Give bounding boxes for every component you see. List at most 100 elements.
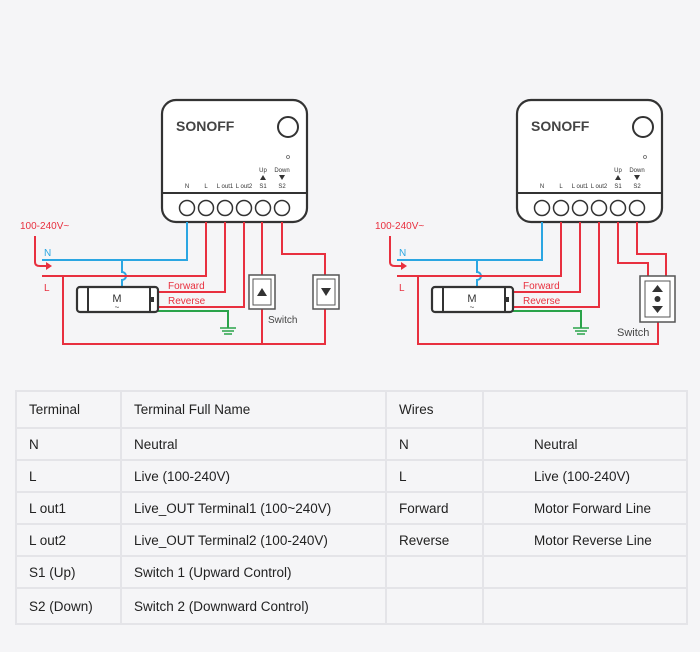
table-header-row: Terminal Terminal Full Name Wires bbox=[15, 390, 688, 429]
forward-label: Forward bbox=[523, 281, 560, 292]
live-wire bbox=[42, 222, 207, 277]
cell: L bbox=[15, 459, 122, 493]
pair-button-icon bbox=[632, 116, 654, 138]
ground-icon bbox=[220, 327, 236, 335]
terminal-label: L bbox=[559, 184, 563, 190]
forward-label: Forward bbox=[168, 281, 205, 292]
cell: S2 (Down) bbox=[15, 587, 122, 625]
switch-label: Switch bbox=[617, 327, 649, 339]
motor-icon: M ~ bbox=[430, 285, 515, 314]
up-arrow-icon bbox=[652, 285, 663, 292]
up-down-arrow-icons bbox=[260, 175, 285, 180]
cell: L out1 bbox=[15, 491, 122, 525]
table-row: S2 (Down)Switch 2 (Downward Control) bbox=[15, 587, 688, 625]
cell: L bbox=[385, 459, 484, 493]
header-cell: Terminal Full Name bbox=[120, 390, 387, 429]
cell bbox=[482, 555, 688, 589]
up-arrow-icon bbox=[257, 288, 267, 296]
brand-logo: SONOFF bbox=[531, 118, 590, 134]
neutral-wire bbox=[42, 222, 188, 261]
live-label: L bbox=[399, 283, 405, 294]
live-wire bbox=[397, 222, 562, 277]
motor-icon: M ~ bbox=[75, 285, 160, 314]
voltage-label: 100-240V~ bbox=[375, 221, 424, 232]
terminal-label: N bbox=[185, 184, 189, 190]
cell: Motor Forward Line bbox=[482, 491, 688, 525]
terminal-label: S2 bbox=[633, 184, 641, 190]
terminal-screws bbox=[178, 199, 291, 217]
neutral-wire bbox=[397, 222, 543, 261]
terminal-label: L out1 bbox=[217, 184, 234, 190]
cell: Live (100-240V) bbox=[482, 459, 688, 493]
terminal-label: S2 bbox=[278, 184, 286, 190]
cell: Switch 1 (Upward Control) bbox=[120, 555, 387, 589]
svg-text:~: ~ bbox=[470, 303, 475, 312]
cell: Neutral bbox=[120, 427, 387, 461]
cell: Live_OUT Terminal2 (100-240V) bbox=[120, 523, 387, 557]
header-cell bbox=[482, 390, 688, 429]
svg-text:M: M bbox=[467, 293, 476, 305]
cell: S1 (Up) bbox=[15, 555, 122, 589]
table-row: S1 (Up)Switch 1 (Upward Control) bbox=[15, 555, 688, 589]
down-label: Down bbox=[274, 168, 289, 174]
reverse-label: Reverse bbox=[168, 296, 206, 307]
motor-neutral-wire bbox=[121, 260, 127, 287]
led-icon bbox=[286, 155, 290, 159]
cell: N bbox=[15, 427, 122, 461]
cell: N bbox=[385, 427, 484, 461]
neutral-label: N bbox=[44, 248, 51, 259]
header-cell: Terminal bbox=[15, 390, 122, 429]
up-down-arrow-icons bbox=[615, 175, 640, 180]
brand-logo: SONOFF bbox=[176, 118, 235, 134]
terminal-label: S1 bbox=[614, 184, 622, 190]
cell: Reverse bbox=[385, 523, 484, 557]
led-icon bbox=[643, 155, 647, 159]
supply-arrow bbox=[389, 236, 403, 267]
up-down-switch bbox=[639, 275, 676, 323]
forward-wire bbox=[158, 222, 226, 293]
wiring-diagram-rocker-switch: SONOFF Up Down N L L out1 L out2 S1 S2 1… bbox=[375, 98, 676, 345]
stop-dot-icon bbox=[654, 296, 661, 302]
up-label: Up bbox=[614, 168, 622, 174]
svg-text:M: M bbox=[112, 293, 121, 305]
cell: Switch 2 (Downward Control) bbox=[120, 587, 387, 625]
terminal-label: L out1 bbox=[572, 184, 589, 190]
switch-label: Switch bbox=[268, 315, 297, 326]
earth-wire bbox=[158, 310, 229, 328]
cell: Motor Reverse Line bbox=[482, 523, 688, 557]
terminal-label: L out2 bbox=[591, 184, 608, 190]
cell: Neutral bbox=[482, 427, 688, 461]
sonoff-device bbox=[515, 98, 664, 224]
down-label: Down bbox=[629, 168, 644, 174]
cell: Live (100-240V) bbox=[120, 459, 387, 493]
earth-wire bbox=[513, 310, 582, 328]
forward-wire bbox=[513, 222, 581, 293]
terminal-label: L out2 bbox=[236, 184, 253, 190]
switch-wires bbox=[417, 222, 667, 345]
header-cell: Wires bbox=[385, 390, 484, 429]
up-label: Up bbox=[259, 168, 267, 174]
voltage-label: 100-240V~ bbox=[20, 221, 69, 232]
terminal-label: S1 bbox=[259, 184, 267, 190]
switch-wires bbox=[62, 222, 326, 345]
down-arrow-icon bbox=[652, 306, 663, 313]
pair-button-icon bbox=[277, 116, 299, 138]
reverse-label: Reverse bbox=[523, 296, 561, 307]
svg-text:~: ~ bbox=[115, 303, 120, 312]
sonoff-device bbox=[160, 98, 309, 224]
cell: Live_OUT Terminal1 (100~240V) bbox=[120, 491, 387, 525]
reverse-wire bbox=[513, 222, 600, 308]
wiring-diagram-two-switches: SONOFF Up Down N L L out1 L out2 S1 S2 1… bbox=[20, 98, 340, 345]
terminal-screws bbox=[533, 199, 646, 217]
live-label: L bbox=[44, 283, 50, 294]
wiring-diagrams: SONOFF Up Down N L L out1 L out2 S1 S2 1… bbox=[20, 98, 676, 345]
reverse-wire bbox=[158, 222, 245, 308]
cell: Forward bbox=[385, 491, 484, 525]
supply-arrow bbox=[34, 236, 48, 267]
ground-icon bbox=[573, 327, 589, 335]
